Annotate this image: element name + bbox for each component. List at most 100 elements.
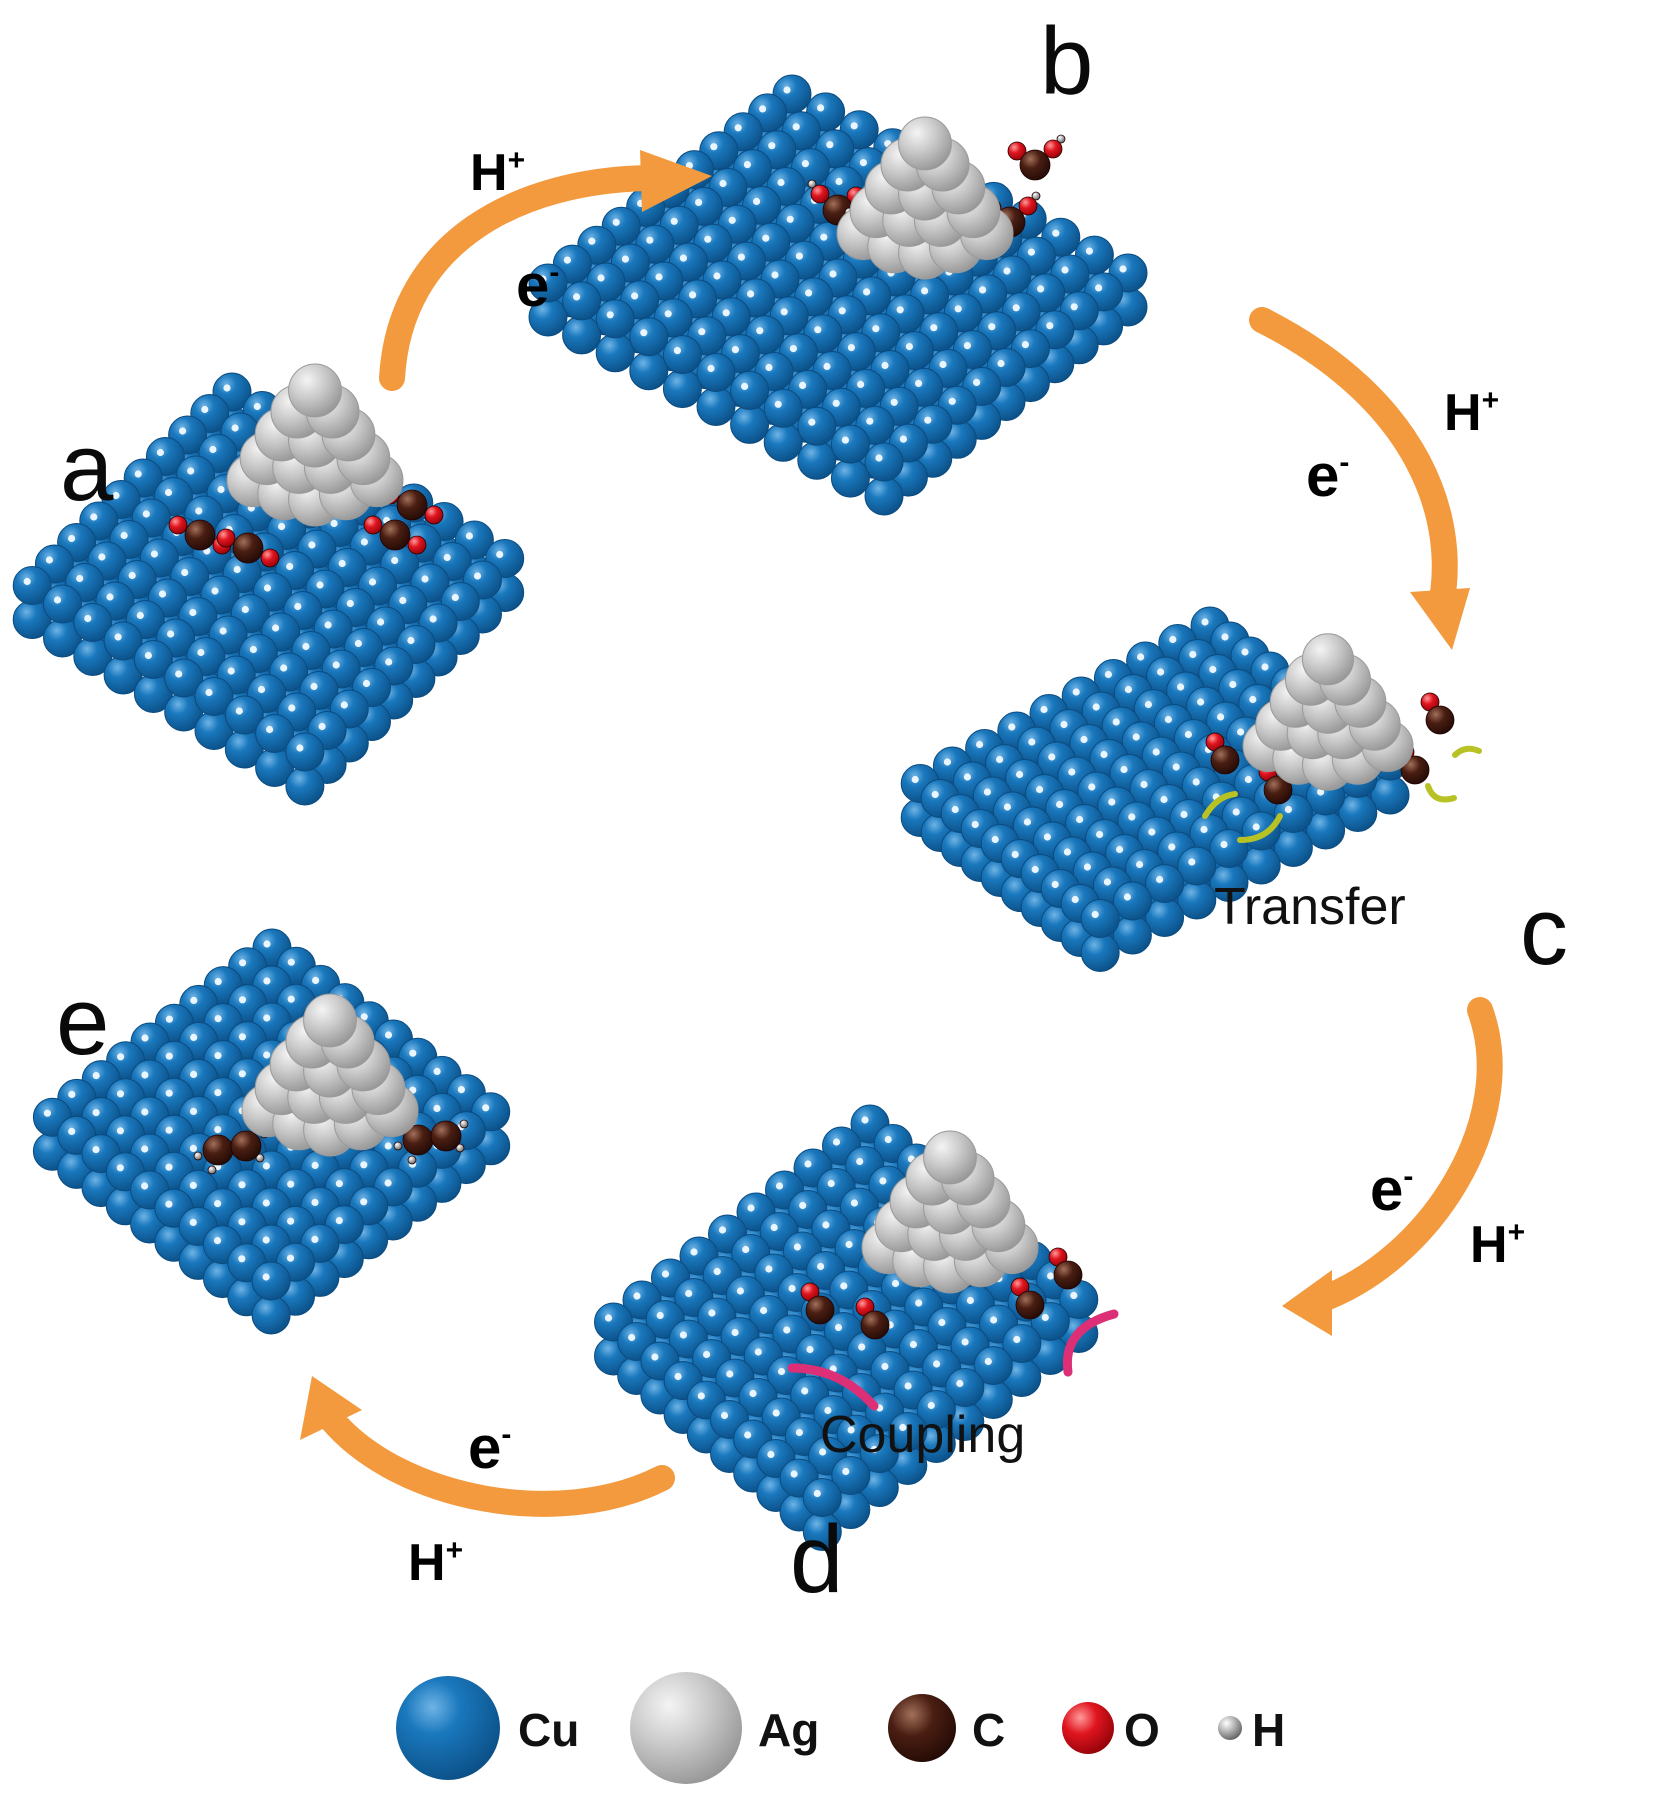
cu-atom: [1080, 899, 1120, 938]
cu-highlight: [881, 1362, 889, 1371]
transfer-annotation: Transfer: [1214, 878, 1406, 936]
cu-highlight: [1200, 825, 1208, 834]
cu-atom: [864, 442, 904, 482]
step-cd-electron-charge: -: [1403, 1160, 1413, 1193]
cu-highlight: [266, 725, 274, 734]
h-atom: [807, 179, 817, 189]
cu-highlight: [1083, 863, 1091, 871]
cu-highlight: [92, 1109, 100, 1117]
step-ab-electron-charge: -: [549, 256, 559, 289]
cu-highlight: [539, 275, 547, 283]
cu-highlight: [287, 958, 295, 966]
cu-highlight: [788, 1284, 796, 1293]
cu-highlight: [144, 651, 152, 660]
cu-highlight: [287, 1180, 295, 1188]
ag-cluster: [836, 116, 1014, 280]
cu-highlight: [790, 1470, 798, 1478]
cu-highlight: [407, 636, 415, 645]
cu-highlight: [783, 1326, 791, 1334]
arrow-head: [1282, 1270, 1332, 1336]
transfer-arrows: [1202, 745, 1482, 843]
c-atom: [1019, 149, 1051, 181]
cu-highlight: [296, 744, 304, 752]
cu-highlight: [1123, 893, 1131, 901]
cu-highlight: [1160, 795, 1168, 804]
h-atom: [393, 1141, 403, 1151]
cu-highlight: [814, 326, 822, 334]
cu-highlight: [847, 1426, 855, 1434]
cu-highlight: [116, 1090, 125, 1098]
cu-highlight: [1232, 808, 1240, 816]
cu-highlight: [318, 722, 326, 731]
cu-atom: [133, 640, 173, 679]
cu-highlight: [612, 218, 620, 226]
cu-highlight: [817, 1262, 825, 1271]
coupling-annotation: Coupling: [820, 1406, 1025, 1464]
cu-highlight: [697, 1392, 705, 1400]
c-atom: [232, 532, 264, 564]
cu-highlight: [827, 1179, 835, 1188]
cu-highlight: [1169, 635, 1177, 644]
cu-highlight: [820, 233, 828, 241]
cu-highlight: [979, 286, 987, 294]
cu-highlight: [1209, 665, 1217, 674]
ag-cluster: [1242, 633, 1414, 791]
cu-highlight: [117, 1053, 125, 1061]
cu-highlight: [731, 346, 740, 354]
cu-highlight: [799, 381, 807, 389]
cu-highlight: [954, 305, 962, 313]
cu-highlight: [1068, 768, 1076, 776]
cu-highlight: [640, 329, 648, 337]
cu-highlight: [190, 1033, 198, 1041]
cu-highlight: [1132, 733, 1140, 741]
cu-highlight: [736, 1287, 745, 1295]
cu-atom: [973, 1346, 1013, 1385]
cu-highlight: [808, 418, 816, 426]
cu-highlight: [749, 1389, 757, 1398]
c-atom: [230, 1130, 262, 1162]
cu-highlight: [286, 1254, 295, 1262]
cu-highlight: [664, 310, 672, 318]
c-atom: [860, 1310, 890, 1340]
step-bc-proton: H+: [1444, 384, 1499, 442]
cu-highlight: [1061, 266, 1069, 274]
cu-highlight: [1052, 229, 1060, 237]
cu-highlight: [835, 177, 843, 186]
cu-highlight: [904, 1382, 912, 1390]
cu-highlight: [1244, 775, 1252, 784]
stage-label-b: b: [1040, 8, 1093, 115]
cu-highlight: [451, 593, 459, 602]
h-atom: [193, 1151, 203, 1161]
cu-highlight: [1164, 715, 1172, 724]
cu-highlight: [606, 311, 614, 319]
cu-highlight: [1201, 618, 1209, 626]
step-cd-proton: H+: [1470, 1216, 1525, 1274]
cu-highlight: [1124, 685, 1132, 694]
cu-highlight: [866, 417, 874, 425]
cu-highlight: [1120, 765, 1128, 774]
cu-highlight: [262, 1162, 270, 1170]
legend-o-label: O: [1124, 1704, 1160, 1756]
cu-highlight: [1092, 703, 1100, 711]
cu-highlight: [1144, 700, 1152, 709]
stage-label-d: d: [790, 1506, 843, 1613]
cu-highlight: [621, 255, 630, 263]
arrow-d-to-e: [300, 1376, 675, 1517]
cu-highlight: [175, 670, 183, 678]
cu-highlight: [861, 1116, 869, 1124]
cu-atom: [763, 388, 803, 428]
cu-highlight: [759, 105, 767, 113]
step-bc-proton-symbol: H: [1444, 384, 1482, 442]
cu-highlight: [1011, 850, 1019, 859]
cu-highlight: [747, 1204, 755, 1212]
cu-atom: [696, 387, 736, 426]
cu-highlight: [753, 197, 761, 205]
cu-highlight: [209, 445, 217, 454]
cu-highlight: [1088, 783, 1096, 791]
cu-highlight: [1041, 1313, 1049, 1322]
cu-highlight: [433, 1104, 441, 1112]
cu-highlight: [1080, 735, 1088, 744]
cu-highlight: [905, 343, 914, 351]
cu-highlight: [1048, 753, 1056, 761]
arrow-head: [300, 1376, 362, 1440]
